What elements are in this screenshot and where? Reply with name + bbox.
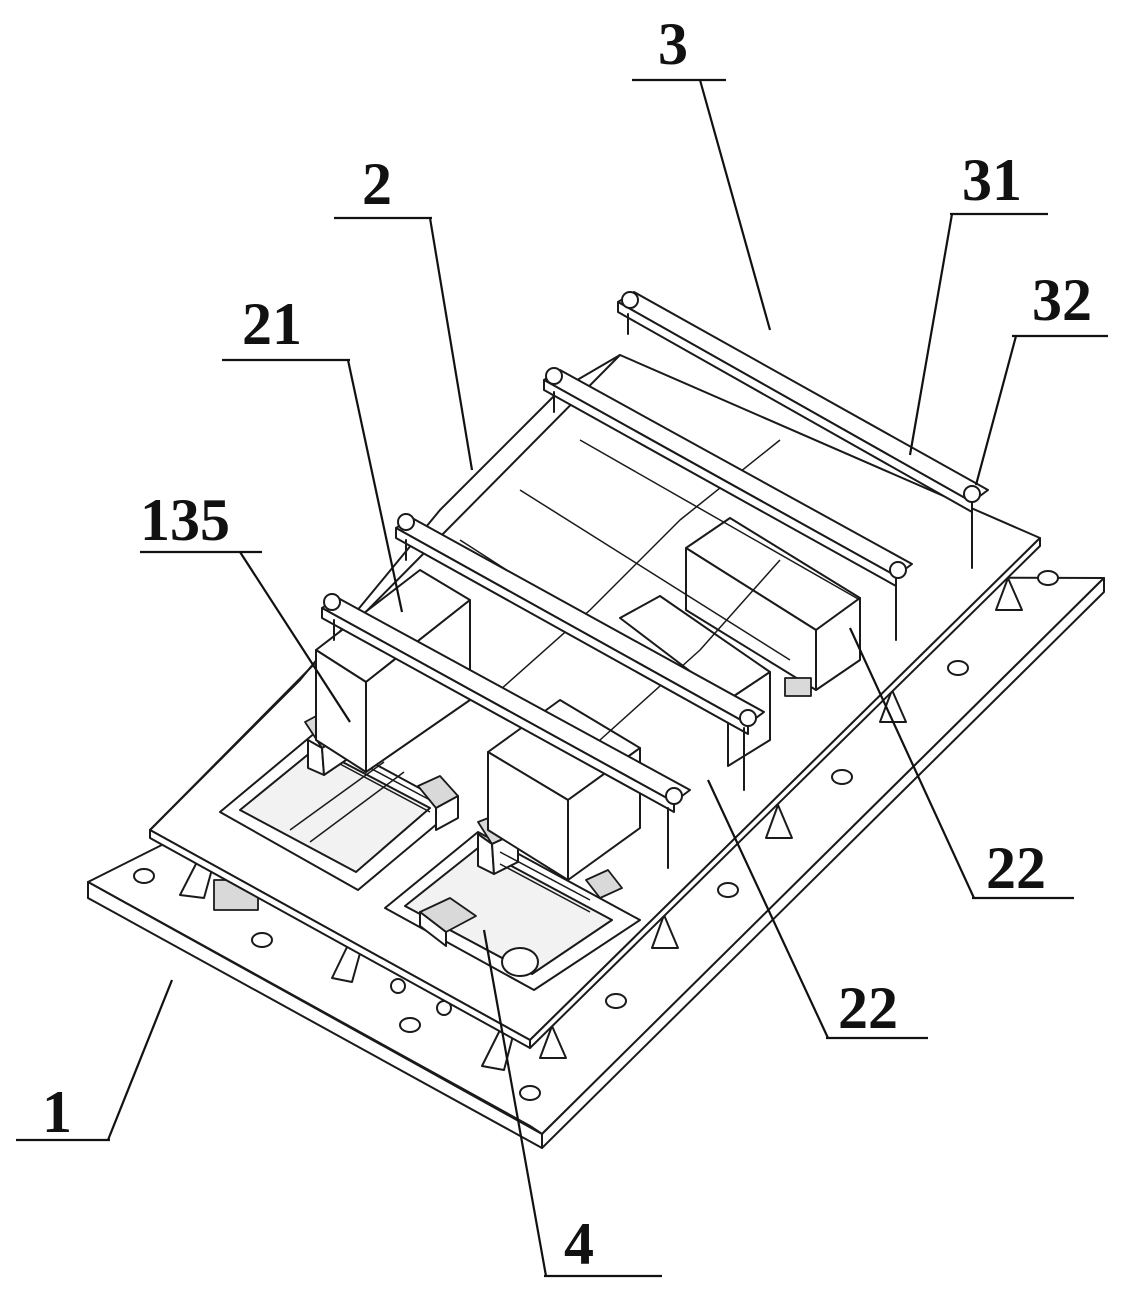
callout-2: 2 [334, 151, 474, 471]
clamp-bar-3 [543, 367, 913, 641]
callout-1: 1 [16, 979, 174, 1145]
callout-32: 32 [974, 267, 1108, 486]
label-135: 135 [140, 487, 230, 553]
callout-4: 4 [482, 929, 662, 1278]
lock-block-2 [417, 775, 459, 831]
label-3: 3 [658, 11, 688, 77]
side-mould-block [315, 569, 471, 773]
mounting-holes [133, 570, 1059, 1101]
drive-block [419, 897, 477, 947]
callout-22-right: 22 [849, 627, 1074, 901]
cavity-left [219, 705, 459, 891]
callout-22-left: 22 [707, 779, 928, 1041]
label-21: 21 [242, 291, 302, 357]
label-4: 4 [564, 1211, 594, 1277]
callout-3: 3 [632, 11, 772, 331]
support-ribs [179, 577, 1023, 1071]
label-32: 32 [1032, 267, 1092, 333]
clamp-bar-2 [395, 513, 765, 791]
label-1: 1 [42, 1079, 72, 1145]
clamp-bar-4 [617, 291, 989, 569]
callout-21: 21 [222, 291, 404, 613]
mould-block-back [685, 517, 861, 697]
clamp-bar-1 [321, 593, 691, 869]
label-22-right: 22 [986, 835, 1046, 901]
label-2: 2 [362, 151, 392, 217]
cavity-right [384, 811, 641, 991]
callout-31: 31 [908, 147, 1048, 456]
callouts: 3 2 31 32 21 135 22 [16, 11, 1108, 1278]
label-22-left: 22 [838, 975, 898, 1041]
label-31: 31 [962, 147, 1022, 213]
callout-135: 135 [140, 487, 351, 723]
